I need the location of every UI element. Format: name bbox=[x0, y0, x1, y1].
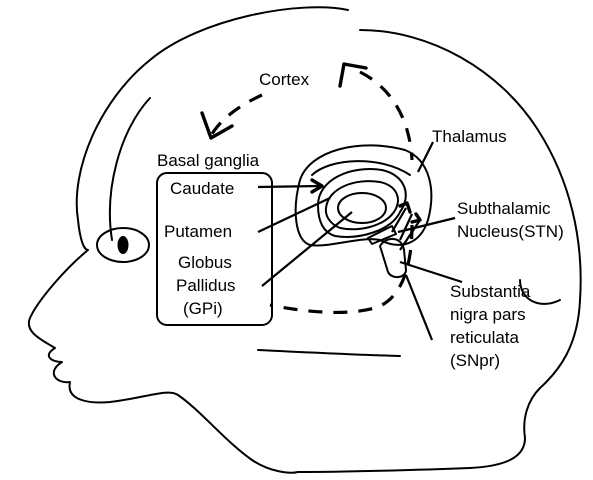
label-snpr-3: reticulata bbox=[450, 328, 520, 347]
label-caudate: Caudate bbox=[170, 179, 234, 198]
arrow-to-cortex bbox=[340, 64, 366, 86]
label-snpr-4: (SNpr) bbox=[450, 351, 500, 370]
label-putamen: Putamen bbox=[164, 222, 232, 241]
label-stn-1: Subthalamic bbox=[457, 199, 551, 218]
label-stn-2: Nucleus(STN) bbox=[457, 222, 564, 241]
label-globus-pallidus-1: Globus bbox=[178, 253, 232, 272]
label-basal-ganglia: Basal ganglia bbox=[157, 151, 260, 170]
label-thalamus: Thalamus bbox=[432, 127, 507, 146]
label-cortex: Cortex bbox=[259, 70, 310, 89]
label-globus-pallidus-3: (GPi) bbox=[183, 299, 223, 318]
label-snpr-2: nigra pars bbox=[450, 305, 526, 324]
label-snpr-1: Substantia bbox=[450, 282, 531, 301]
label-globus-pallidus-2: Pallidus bbox=[176, 276, 236, 295]
eye-pupil bbox=[118, 236, 129, 254]
